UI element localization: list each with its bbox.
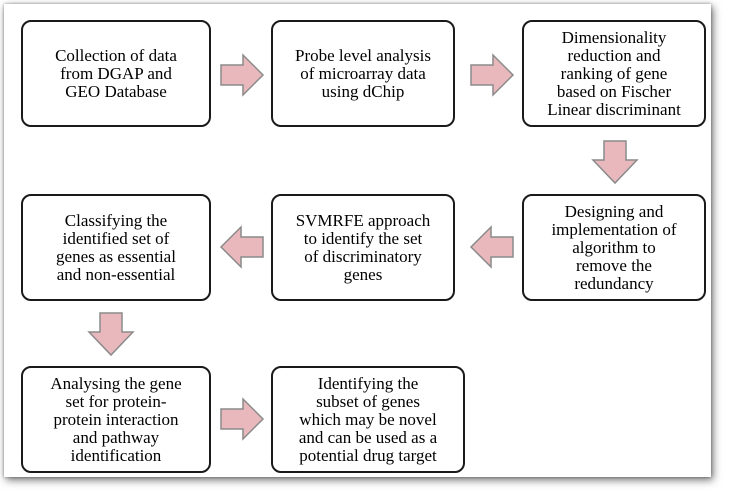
step-4-box: Designing and implementation of algorith… — [522, 194, 706, 301]
arrow-left-icon — [469, 225, 514, 269]
step-7-text: Analysing the gene set for protein- prot… — [50, 373, 182, 465]
step-2-text: Probe level analysis of microarray data … — [295, 45, 431, 101]
step-8-box: Identifying the subset of genes which ma… — [271, 366, 465, 473]
step-3-box: Dimensionality reduction and ranking of … — [522, 20, 706, 127]
step-5-box: SVMRFE approach to identify the set of d… — [271, 194, 455, 301]
arrow-right-icon — [220, 397, 265, 441]
arrow-down-icon — [87, 312, 135, 357]
step-5-text: SVMRFE approach to identify the set of d… — [295, 210, 431, 284]
step-8-text: Identifying the subset of genes which ma… — [298, 373, 438, 465]
step-3-text: Dimensionality reduction and ranking of … — [547, 27, 681, 119]
arrow-down-icon — [591, 140, 639, 185]
arrow-right-icon — [470, 53, 515, 97]
step-2-box: Probe level analysis of microarray data … — [271, 20, 455, 127]
step-4-text: Designing and implementation of algorith… — [551, 201, 677, 293]
arrow-left-icon — [219, 225, 264, 269]
arrow-right-icon — [220, 53, 265, 97]
step-6-text: Classifying the identified set of genes … — [56, 210, 176, 284]
step-1-box: Collection of data from DGAP and GEO Dat… — [21, 20, 211, 127]
step-1-text: Collection of data from DGAP and GEO Dat… — [55, 45, 177, 101]
step-7-box: Analysing the gene set for protein- prot… — [21, 366, 211, 473]
step-6-box: Classifying the identified set of genes … — [21, 194, 211, 301]
